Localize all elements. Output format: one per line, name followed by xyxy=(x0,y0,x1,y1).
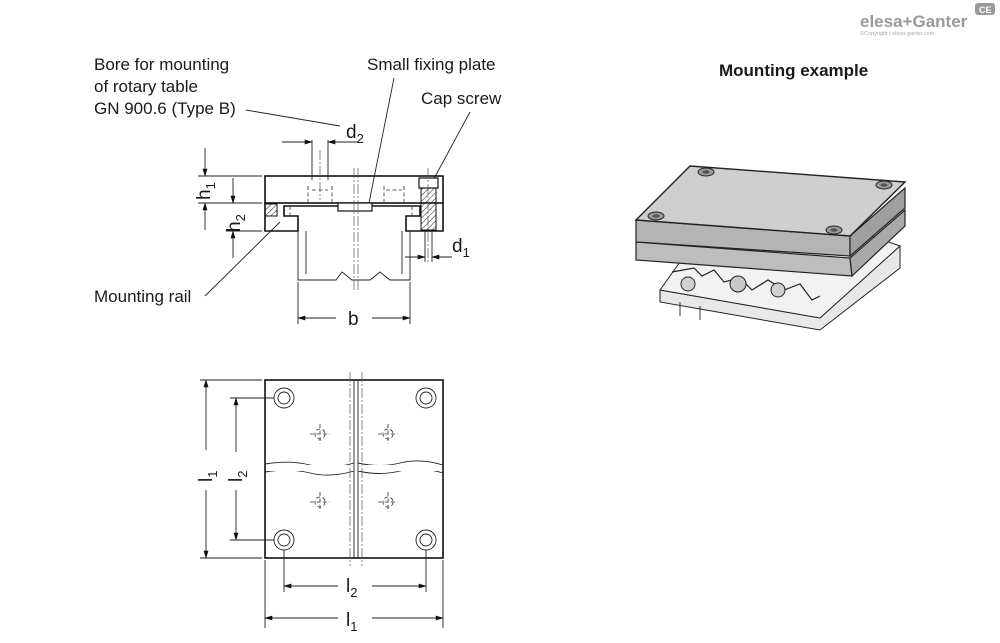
dim-d1: d1 xyxy=(452,236,470,260)
label-mounting-rail: Mounting rail xyxy=(94,287,191,306)
brand-logo: elesa+Ganter ©Copyright | elesa-ganter.c… xyxy=(860,3,995,37)
plan-dimensions: l1 l2 l2 l1 xyxy=(196,379,444,634)
counterbore-top-right xyxy=(415,387,437,409)
dim-h1: h1 xyxy=(194,182,218,200)
section-dimensions: d2 h1 h2 d1 b xyxy=(194,122,470,330)
dim-l1-horizontal: l1 xyxy=(346,610,357,634)
counterbore-bottom-left xyxy=(273,529,295,551)
svg-text:h1: h1 xyxy=(194,182,218,200)
ce-mark: CE xyxy=(979,5,992,15)
section-view xyxy=(264,150,444,290)
mounting-example-illustration xyxy=(634,165,907,331)
dim-d2: d2 xyxy=(346,122,364,146)
counterbore-bottom-right xyxy=(415,529,437,551)
label-mounting-example: Mounting example xyxy=(719,61,868,80)
label-bore-line1: Bore for mounting xyxy=(94,55,229,74)
plan-view xyxy=(264,372,444,566)
label-bore-line3: GN 900.6 (Type B) xyxy=(94,99,236,118)
label-small-fixing-plate: Small fixing plate xyxy=(367,55,496,74)
brand-copyright: ©Copyright | elesa-ganter.com xyxy=(860,30,935,37)
svg-text:h2: h2 xyxy=(224,214,248,232)
callout-labels: Bore for mounting of rotary table GN 900… xyxy=(94,55,868,306)
dim-h2: h2 xyxy=(224,214,248,232)
svg-text:l2: l2 xyxy=(226,471,250,482)
label-cap-screw: Cap screw xyxy=(421,89,502,108)
svg-text:l1: l1 xyxy=(196,471,220,482)
dim-b: b xyxy=(348,309,359,330)
ce-badge xyxy=(975,3,995,15)
dim-l2-vertical: l2 xyxy=(226,471,250,482)
brand-name: elesa+Ganter xyxy=(860,12,968,31)
label-bore-line2: of rotary table xyxy=(94,77,198,96)
dim-l2-horizontal: l2 xyxy=(346,576,357,600)
leader-lines xyxy=(204,77,471,297)
dim-l1-vertical: l1 xyxy=(196,471,220,482)
counterbore-top-left xyxy=(273,387,295,409)
